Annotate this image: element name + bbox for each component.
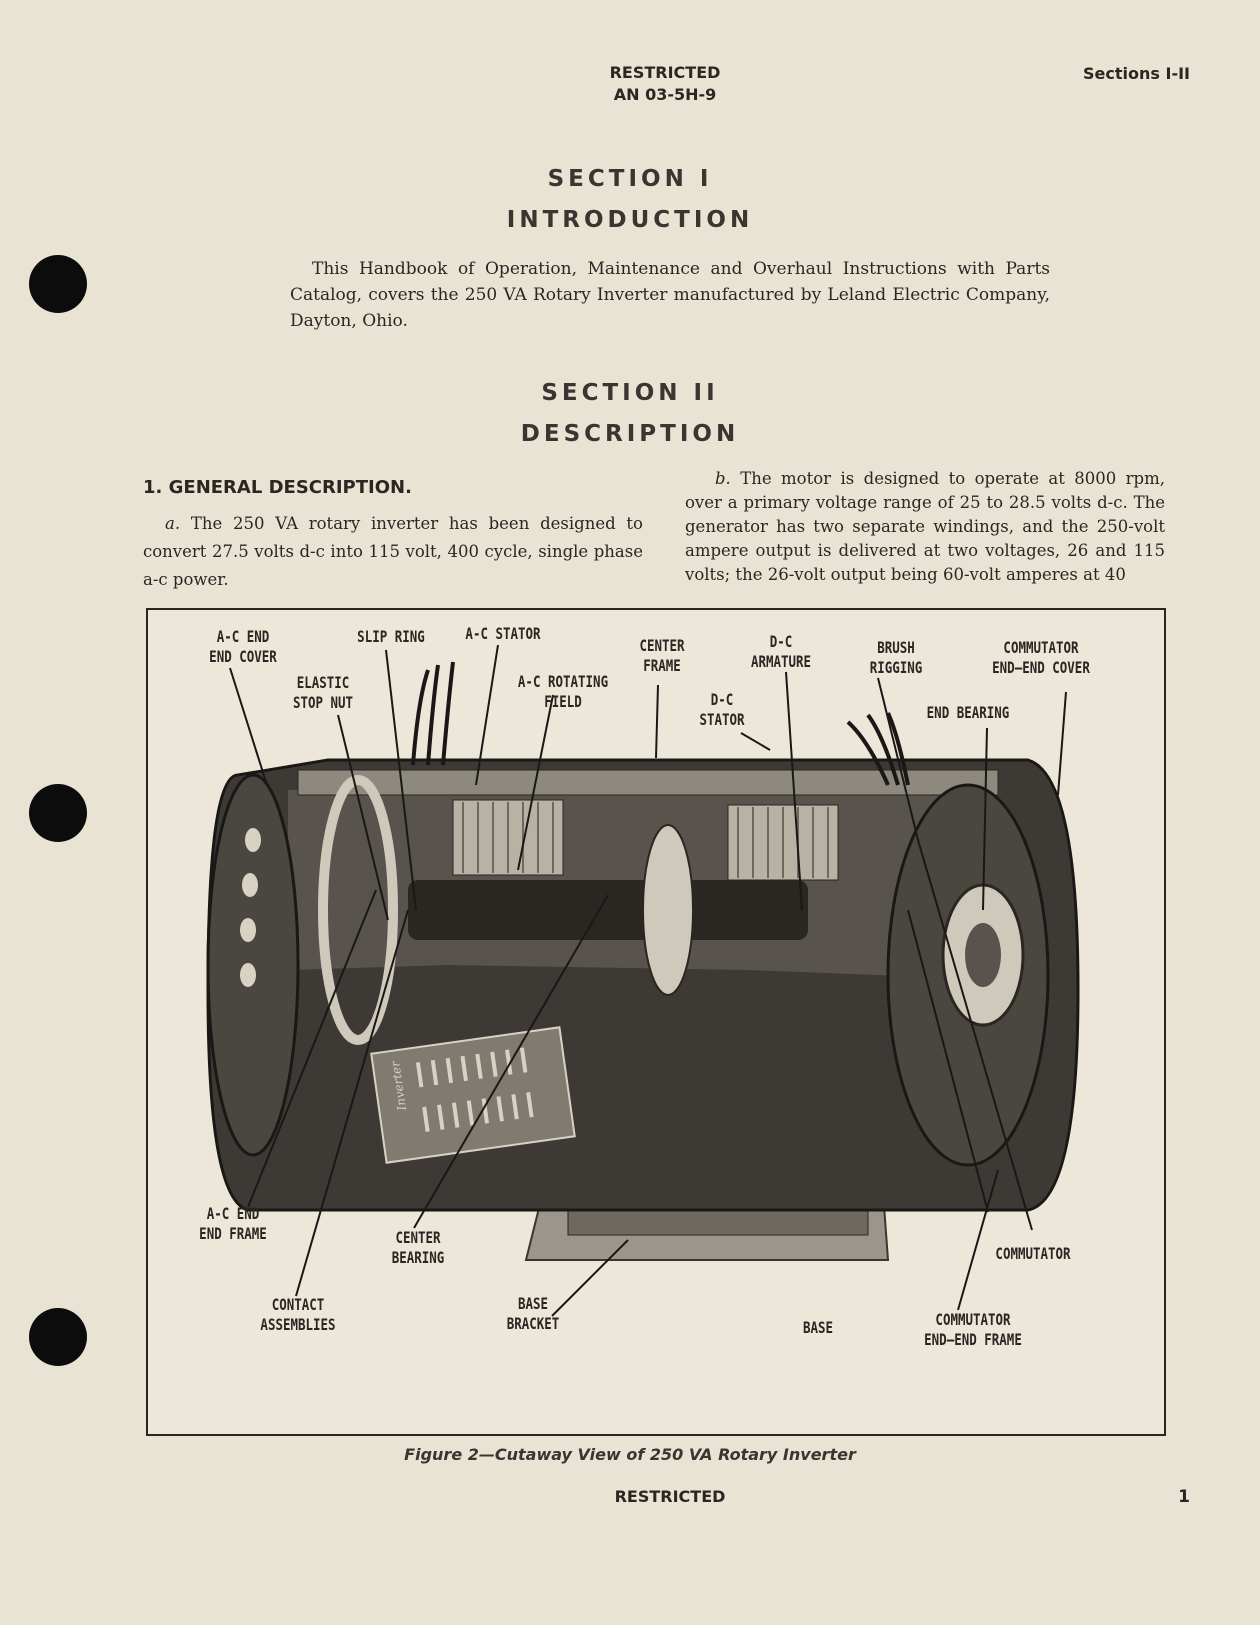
paragraph-b-text: The motor is designed to operate at 8000… — [685, 469, 1165, 584]
label-dc-armature: D-C ARMATURE — [750, 632, 812, 671]
end-bearing-hub — [965, 923, 1001, 987]
section1-paragraph: This Handbook of Operation, Maintenance … — [290, 259, 1050, 331]
label-elastic-stop-nut: ELASTIC STOP NUT — [292, 673, 354, 712]
label-ac-rotating-field: A-C ROTATING FIELD — [517, 672, 609, 711]
label-center-bearing: CENTER BEARING — [391, 1228, 445, 1267]
section1-number: SECTION I — [547, 166, 713, 192]
paragraph-b-marker: b. — [715, 469, 731, 488]
ac-end-cover — [206, 773, 300, 1157]
label-commutator-end-frame: COMMUTATOR END—END FRAME — [924, 1310, 1022, 1349]
label-contact-assemblies: CONTACT ASSEMBLIES — [260, 1295, 336, 1334]
footer-classification: RESTRICTED — [614, 1487, 726, 1506]
inverter-illustration: Inverter — [206, 644, 1080, 1317]
label-commutator-end-cover: COMMUTATOR END—END COVER — [992, 638, 1090, 677]
label-ac-stator: A-C STATOR — [465, 624, 541, 643]
header-doc-number: AN 03-5H-9 — [613, 85, 717, 104]
section2-title: DESCRIPTION — [520, 421, 740, 447]
binder-hole-bottom — [29, 1308, 87, 1366]
binder-hole-middle — [29, 784, 87, 842]
label-base-bracket: BASE BRACKET — [506, 1294, 560, 1333]
label-base: BASE — [802, 1318, 834, 1337]
rotor-shaft — [408, 880, 808, 940]
general-description-heading: 1. GENERAL DESCRIPTION. — [143, 477, 412, 498]
label-dc-stator: D-C STATOR — [699, 690, 745, 729]
label-ac-end-cover: A-C END END COVER — [209, 627, 277, 666]
figure-cutaway-inverter: Inverter A-C END END COVER ELA — [146, 608, 1166, 1436]
label-slip-ring: SLIP RING — [357, 627, 425, 646]
leader-lines — [229, 644, 1067, 1317]
paragraph-a-text: The 250 VA rotary inverter has been desi… — [143, 514, 643, 589]
binder-hole-top — [29, 255, 87, 313]
paragraph-a: a. The 250 VA rotary inverter has been d… — [143, 510, 643, 594]
paragraph-a-marker: a. — [165, 514, 181, 533]
label-brush-rigging: BRUSH RIGGING — [869, 638, 923, 677]
label-ac-end-frame: A-C END END FRAME — [199, 1204, 267, 1243]
header-sections: Sections I-II — [1083, 64, 1190, 83]
section2-number: SECTION II — [541, 380, 719, 406]
label-end-bearing: END BEARING — [926, 703, 1010, 722]
page-number: 1 — [1178, 1487, 1190, 1507]
page-header: RESTRICTED AN 03-5H-9 — [520, 62, 810, 106]
label-center-frame: CENTER FRAME — [639, 636, 685, 675]
header-classification: RESTRICTED — [609, 63, 721, 82]
paragraph-b: b. The motor is designed to operate at 8… — [685, 467, 1165, 587]
center-bearing-disk — [642, 824, 694, 996]
section1-title: INTRODUCTION — [506, 207, 754, 233]
label-commutator: COMMUTATOR — [995, 1244, 1071, 1263]
figure-caption: Figure 2—Cutaway View of 250 VA Rotary I… — [404, 1445, 856, 1464]
ac-end-ring — [318, 775, 398, 1045]
